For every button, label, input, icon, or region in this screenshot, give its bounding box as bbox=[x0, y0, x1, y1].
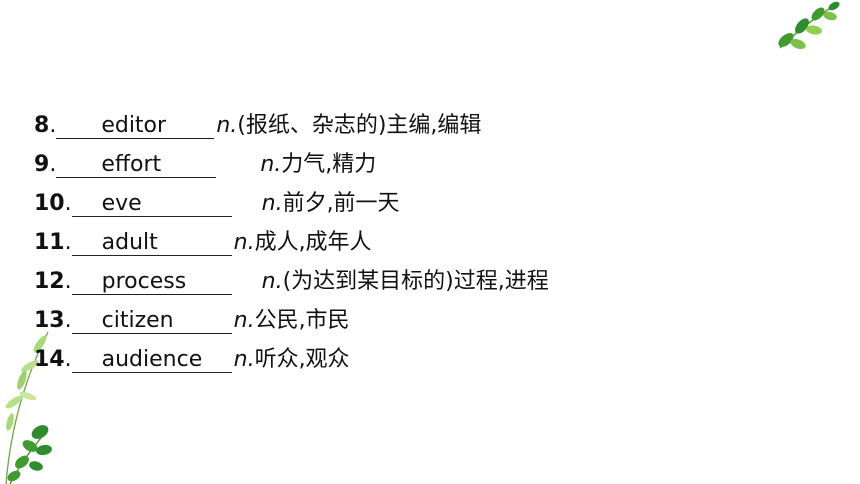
answer-text: process bbox=[101, 269, 187, 294]
meaning: 公民,市民 bbox=[254, 308, 350, 333]
item-dot: . bbox=[64, 308, 72, 333]
answer-text: audience bbox=[101, 347, 203, 372]
answer-text: citizen bbox=[101, 308, 174, 333]
item-dot: . bbox=[64, 230, 72, 255]
answer-blank: process bbox=[71, 268, 232, 295]
meaning: 听众,观众 bbox=[254, 347, 350, 372]
item-dot: . bbox=[49, 113, 57, 138]
part-of-speech: n. bbox=[233, 230, 255, 255]
item-dot: . bbox=[64, 269, 72, 294]
meaning: 成人,成年人 bbox=[254, 230, 372, 255]
part-of-speech: n. bbox=[261, 269, 283, 294]
meaning: (报纸、杂志的)主编,编辑 bbox=[237, 113, 482, 138]
answer-blank: effort bbox=[56, 151, 217, 178]
answer-blank: eve bbox=[71, 190, 232, 217]
part-of-speech: n. bbox=[261, 191, 283, 216]
part-of-speech: n. bbox=[260, 152, 282, 177]
answer-text: eve bbox=[101, 191, 142, 216]
answer-blank: editor bbox=[56, 112, 215, 139]
vocab-row: 13. citizen n.公民,市民 bbox=[34, 301, 794, 340]
meaning: 前夕,前一天 bbox=[282, 191, 400, 216]
vocab-row: 11. adult n.成人,成年人 bbox=[34, 223, 794, 262]
meaning: (为达到某目标的)过程,进程 bbox=[282, 269, 549, 294]
vocab-row: 12. process n.(为达到某目标的)过程,进程 bbox=[34, 262, 794, 301]
part-of-speech: n. bbox=[216, 113, 238, 138]
part-of-speech: n. bbox=[233, 308, 255, 333]
item-number: 13 bbox=[34, 308, 65, 333]
answer-text: adult bbox=[101, 230, 158, 255]
item-number: 12 bbox=[34, 269, 65, 294]
item-dot: . bbox=[49, 152, 57, 177]
item-number: 8 bbox=[34, 113, 50, 138]
vocab-row: 9. effort n.力气,精力 bbox=[34, 145, 794, 184]
item-number: 10 bbox=[34, 191, 65, 216]
item-dot: . bbox=[64, 347, 72, 372]
part-of-speech: n. bbox=[233, 347, 255, 372]
item-number: 11 bbox=[34, 230, 65, 255]
leaf-decoration-bottom-icon bbox=[5, 331, 52, 484]
leaf-decoration-top-icon bbox=[778, 1, 840, 50]
item-number: 9 bbox=[34, 152, 50, 177]
vocab-row: 14. audience n.听众,观众 bbox=[34, 340, 794, 379]
answer-blank: citizen bbox=[71, 307, 232, 334]
item-number: 14 bbox=[34, 347, 65, 372]
vocab-row: 10. eve n. 前夕,前一天 bbox=[34, 184, 794, 223]
vocab-row: 8. editor n.(报纸、杂志的)主编,编辑 bbox=[34, 106, 794, 145]
answer-text: editor bbox=[101, 113, 167, 138]
meaning: 力气,精力 bbox=[281, 152, 377, 177]
item-dot: . bbox=[64, 191, 72, 216]
answer-blank: audience bbox=[71, 346, 232, 373]
answer-text: effort bbox=[101, 152, 162, 177]
answer-blank: adult bbox=[71, 229, 232, 256]
